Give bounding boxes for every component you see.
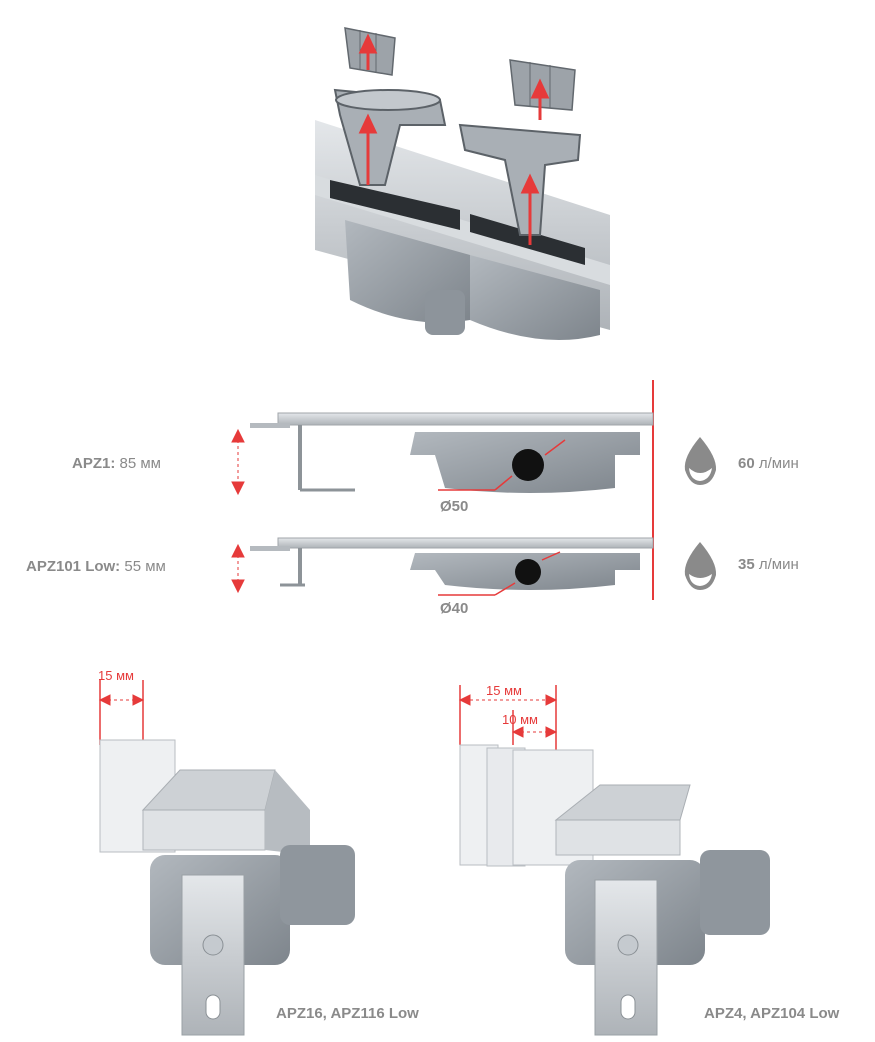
profile-name: APZ101 Low: — [26, 558, 121, 575]
diameter-label: Ø50 — [440, 498, 469, 515]
profile-label-apz1: APZ1: 85 мм — [72, 455, 161, 472]
caption-left: APZ16, APZ116 Low — [276, 1005, 419, 1022]
dimension-arrow-icon — [458, 694, 558, 738]
arrow-up-icon — [358, 33, 550, 245]
profile-label-apz101: APZ101 Low: 55 мм — [26, 558, 166, 575]
profile-height: 55 мм — [124, 558, 166, 575]
diameter-label: Ø40 — [440, 600, 469, 617]
wall-offset-inner-label: 10 мм — [502, 712, 538, 727]
flow-value: 35 — [738, 556, 755, 573]
dimension-arrow-icon — [231, 428, 245, 496]
wall-offset-label: 15 мм — [98, 668, 134, 683]
profile-height: 85 мм — [119, 455, 161, 472]
water-drop-icon — [684, 437, 717, 485]
flow-unit: л/мин — [758, 556, 799, 573]
caption-right: APZ4, APZ104 Low — [704, 1005, 840, 1022]
flow-rate-label: 60 л/мин — [738, 455, 799, 472]
flow-unit: л/мин — [758, 455, 799, 472]
wall-offset-outer-label: 15 мм — [486, 683, 522, 698]
water-drop-icon — [684, 542, 717, 590]
dimension-arrow-icon — [98, 694, 145, 706]
flow-value: 60 — [738, 455, 755, 472]
flow-rate-label: 35 л/мин — [738, 556, 799, 573]
profile-name: APZ1: — [72, 455, 116, 472]
dimension-arrow-icon — [231, 543, 245, 594]
